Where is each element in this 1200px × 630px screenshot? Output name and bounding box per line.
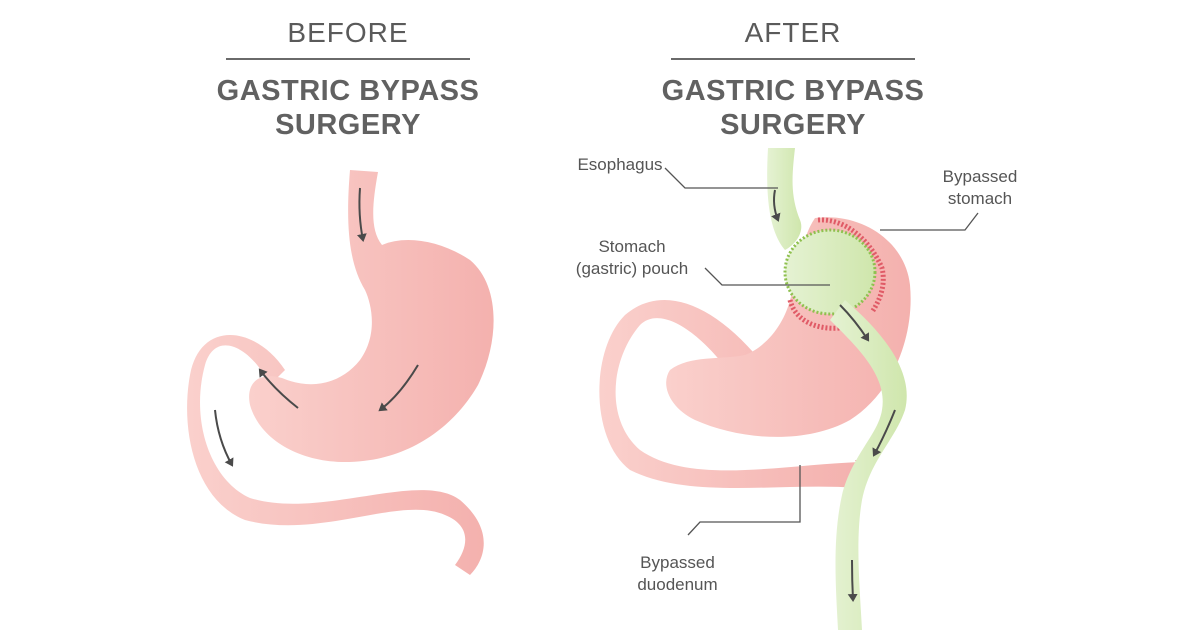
after-arrow-limb — [872, 409, 896, 457]
label-bypassed-stomach-line1: Bypassed — [942, 167, 1018, 186]
leader-pouch — [704, 267, 830, 286]
before-label: BEFORE — [287, 17, 409, 48]
label-esophagus: Esophagus — [560, 154, 680, 176]
after-bypassed-duodenum — [599, 300, 860, 488]
after-staple-line-top — [817, 217, 886, 314]
label-gastric-pouch: Stomach (gastric) pouch — [552, 236, 712, 280]
after-gastric-pouch — [783, 228, 877, 316]
after-stomach-diagram — [599, 148, 979, 630]
leader-duodenum — [687, 465, 801, 536]
after-title-line2: SURGERY — [720, 109, 866, 141]
after-arrow-lower — [847, 559, 858, 602]
before-divider — [226, 58, 470, 60]
before-intestine — [187, 335, 484, 575]
before-arrow-body — [378, 364, 419, 412]
after-esophagus — [767, 148, 802, 250]
label-bypassed-stomach: Bypassed stomach — [925, 166, 1035, 210]
before-stomach — [249, 170, 494, 462]
after-roux-limb — [830, 300, 907, 630]
before-arrow-pylorus — [258, 368, 299, 409]
before-arrow-esophagus — [356, 187, 367, 242]
label-bypassed-stomach-line2: stomach — [947, 189, 1013, 208]
after-title-line1: GASTRIC BYPASS — [661, 75, 925, 107]
after-divider — [671, 58, 915, 60]
before-arrow-duodenum — [214, 409, 234, 467]
after-heading-block: AFTER GASTRIC BYPASS SURGERY — [643, 16, 943, 142]
after-arrow-pouch — [839, 304, 870, 342]
label-bypassed-duodenum-line2: duodenum — [637, 575, 718, 594]
before-stomach-diagram — [187, 170, 494, 575]
label-gastric-pouch-line2: (gastric) pouch — [575, 259, 689, 278]
leader-esophagus — [664, 167, 778, 189]
label-bypassed-duodenum-line1: Bypassed — [640, 553, 715, 572]
before-heading-block: BEFORE GASTRIC BYPASS SURGERY — [198, 16, 498, 142]
after-label: AFTER — [744, 17, 842, 48]
label-bypassed-duodenum: Bypassed duodenum — [620, 552, 735, 596]
before-title-line2: SURGERY — [275, 109, 421, 141]
leader-bypassed-stomach — [880, 212, 979, 231]
label-gastric-pouch-line1: Stomach — [598, 237, 666, 256]
label-esophagus-text: Esophagus — [577, 155, 663, 174]
after-arrow-esophagus — [771, 189, 781, 222]
after-staple-line-bottom — [787, 299, 841, 331]
before-title-line1: GASTRIC BYPASS — [216, 75, 480, 107]
